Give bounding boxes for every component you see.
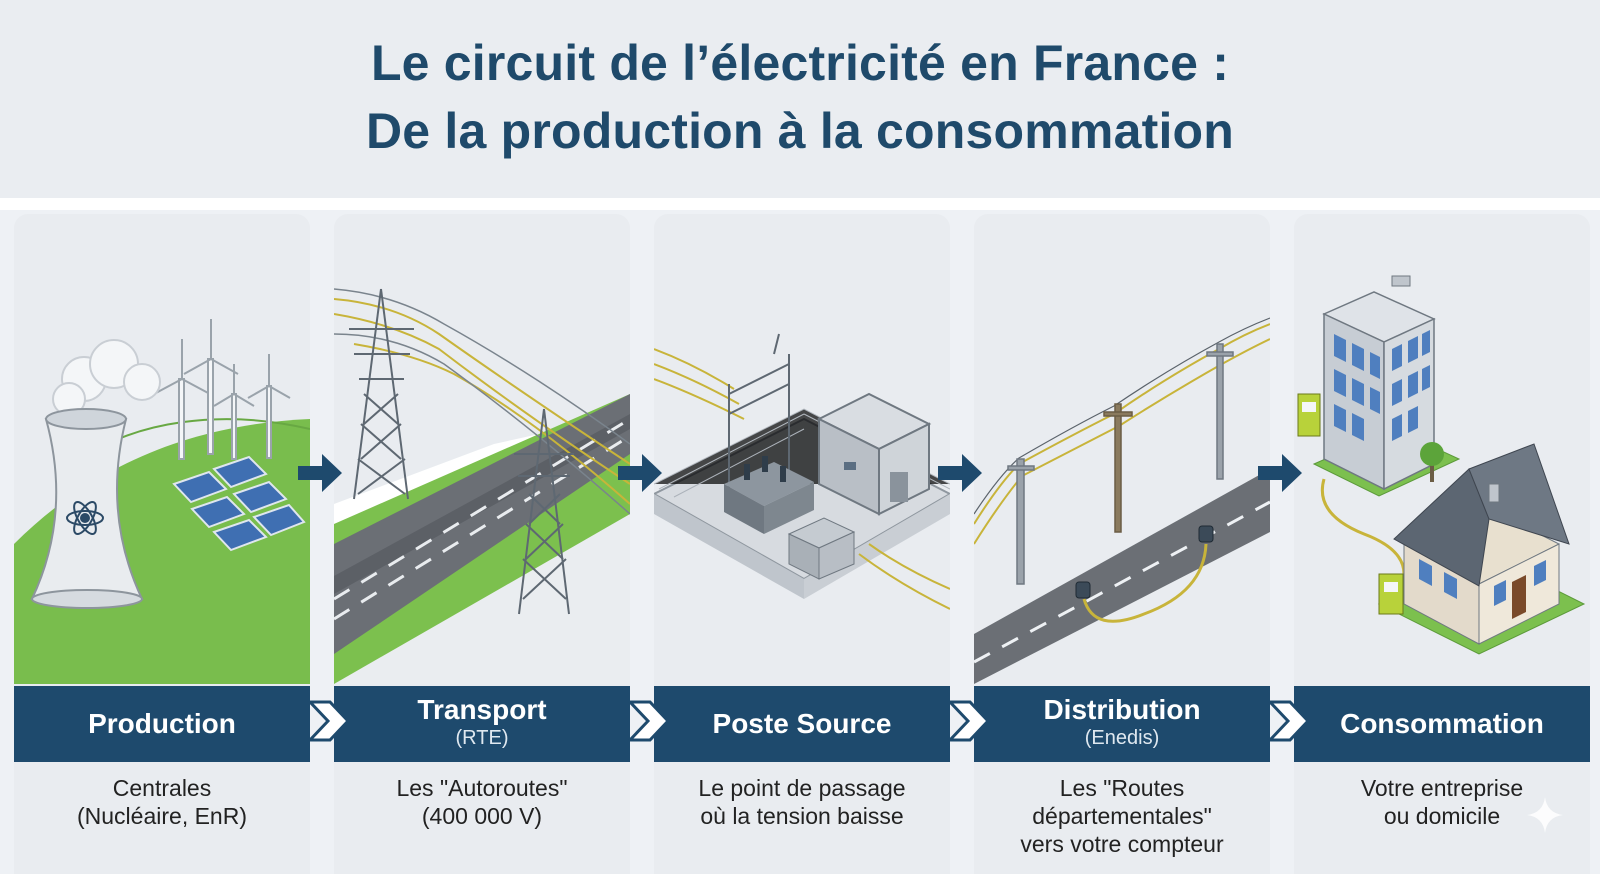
- chevron-right-icon: [626, 700, 671, 742]
- arrow-right-icon: [618, 454, 662, 492]
- stage-bar-consommation: Consommation: [1294, 686, 1590, 762]
- desc-line: vers votre compteur: [1020, 831, 1224, 857]
- cooling-tower-icon: [30, 408, 144, 609]
- electric-meter-icon: [1378, 573, 1404, 615]
- stage-subtitle: (RTE): [455, 727, 509, 749]
- stage-title: Consommation: [1340, 708, 1544, 739]
- title-line-2: De la production à la consommation: [365, 103, 1235, 159]
- sparkle-icon: [1527, 797, 1563, 833]
- stage-subtitle: (Enedis): [1084, 727, 1160, 749]
- stage-poste-source: Poste Source Le point de passage où la t…: [654, 214, 950, 874]
- desc-line: (Nucléaire, EnR): [77, 803, 247, 829]
- stage-description: Les "Routes départementales" vers votre …: [974, 774, 1270, 858]
- desc-line: Votre entreprise: [1360, 775, 1524, 801]
- stage-title: Distribution: [1043, 694, 1201, 725]
- desc-line: (400 000 V): [421, 803, 543, 829]
- title-line-1: Le circuit de l’électricité en France :: [370, 35, 1230, 91]
- desc-line: Centrales: [112, 775, 212, 801]
- house-icon: [1393, 443, 1570, 645]
- stage-description: Le point de passage où la tension baisse: [654, 774, 950, 830]
- transport-illustration: [334, 288, 630, 684]
- chevron-right-icon: [946, 700, 991, 742]
- gantry-icon: [728, 333, 790, 494]
- stage-transport: Transport (RTE) Les "Autoroutes" (400 00…: [334, 214, 630, 874]
- divider-band: [0, 198, 1600, 210]
- stage-title: Transport: [417, 694, 547, 725]
- electric-meter-icon: [1297, 393, 1321, 437]
- transformer-icon: [724, 456, 814, 534]
- header: Le circuit de l’électricité en France : …: [0, 0, 1600, 198]
- wind-turbine-icon: [153, 319, 291, 460]
- pylon-icon: [514, 408, 574, 615]
- desc-line: ou domicile: [1383, 803, 1501, 829]
- stage-consommation: Consommation Votre entreprise ou domicil…: [1294, 214, 1590, 874]
- desc-line: Les "Autoroutes": [396, 775, 568, 801]
- control-building-icon: [816, 392, 932, 516]
- utility-pole-icon: [1007, 458, 1035, 585]
- arrow-right-icon: [298, 454, 342, 492]
- distribution-illustration: [974, 317, 1270, 684]
- stage-title: Poste Source: [712, 708, 892, 739]
- stage-distribution: Distribution (Enedis) Les "Routes départ…: [974, 214, 1270, 874]
- desc-line: Le point de passage: [698, 775, 906, 801]
- stage-bar-transport: Transport (RTE): [334, 686, 630, 762]
- chevron-right-icon: [306, 700, 351, 742]
- stage-description: Centrales (Nucléaire, EnR): [14, 774, 310, 830]
- production-illustration: [14, 319, 310, 684]
- stage-description: Les "Autoroutes" (400 000 V): [334, 774, 630, 830]
- stage-bar-poste-source: Poste Source: [654, 686, 950, 762]
- desc-line: Les "Routes: [1059, 775, 1185, 801]
- stage-production: Production Centrales (Nucléaire, EnR): [14, 214, 310, 874]
- steam-cloud-icon: [52, 339, 161, 416]
- chevron-right-icon: [1266, 700, 1311, 742]
- stage-bar-production: Production: [14, 686, 310, 762]
- desc-line: où la tension baisse: [700, 803, 904, 829]
- switchgear-icon: [787, 517, 856, 580]
- stage-description: Votre entreprise ou domicile: [1294, 774, 1590, 830]
- pylon-icon: [349, 288, 414, 500]
- consumption-illustration: [1297, 275, 1586, 655]
- substation-illustration: [654, 333, 950, 610]
- arrow-right-icon: [1258, 454, 1302, 492]
- arrow-right-icon: [938, 454, 982, 492]
- tree-icon: [1420, 442, 1444, 482]
- stage-title: Production: [88, 708, 236, 739]
- utility-pole-icon: [1103, 403, 1133, 533]
- stage-bar-distribution: Distribution (Enedis): [974, 686, 1270, 762]
- desc-line: départementales": [1032, 803, 1212, 829]
- utility-pole-icon: [1206, 343, 1234, 480]
- office-building-icon: [1322, 275, 1436, 491]
- solar-panel-icon: [172, 455, 306, 552]
